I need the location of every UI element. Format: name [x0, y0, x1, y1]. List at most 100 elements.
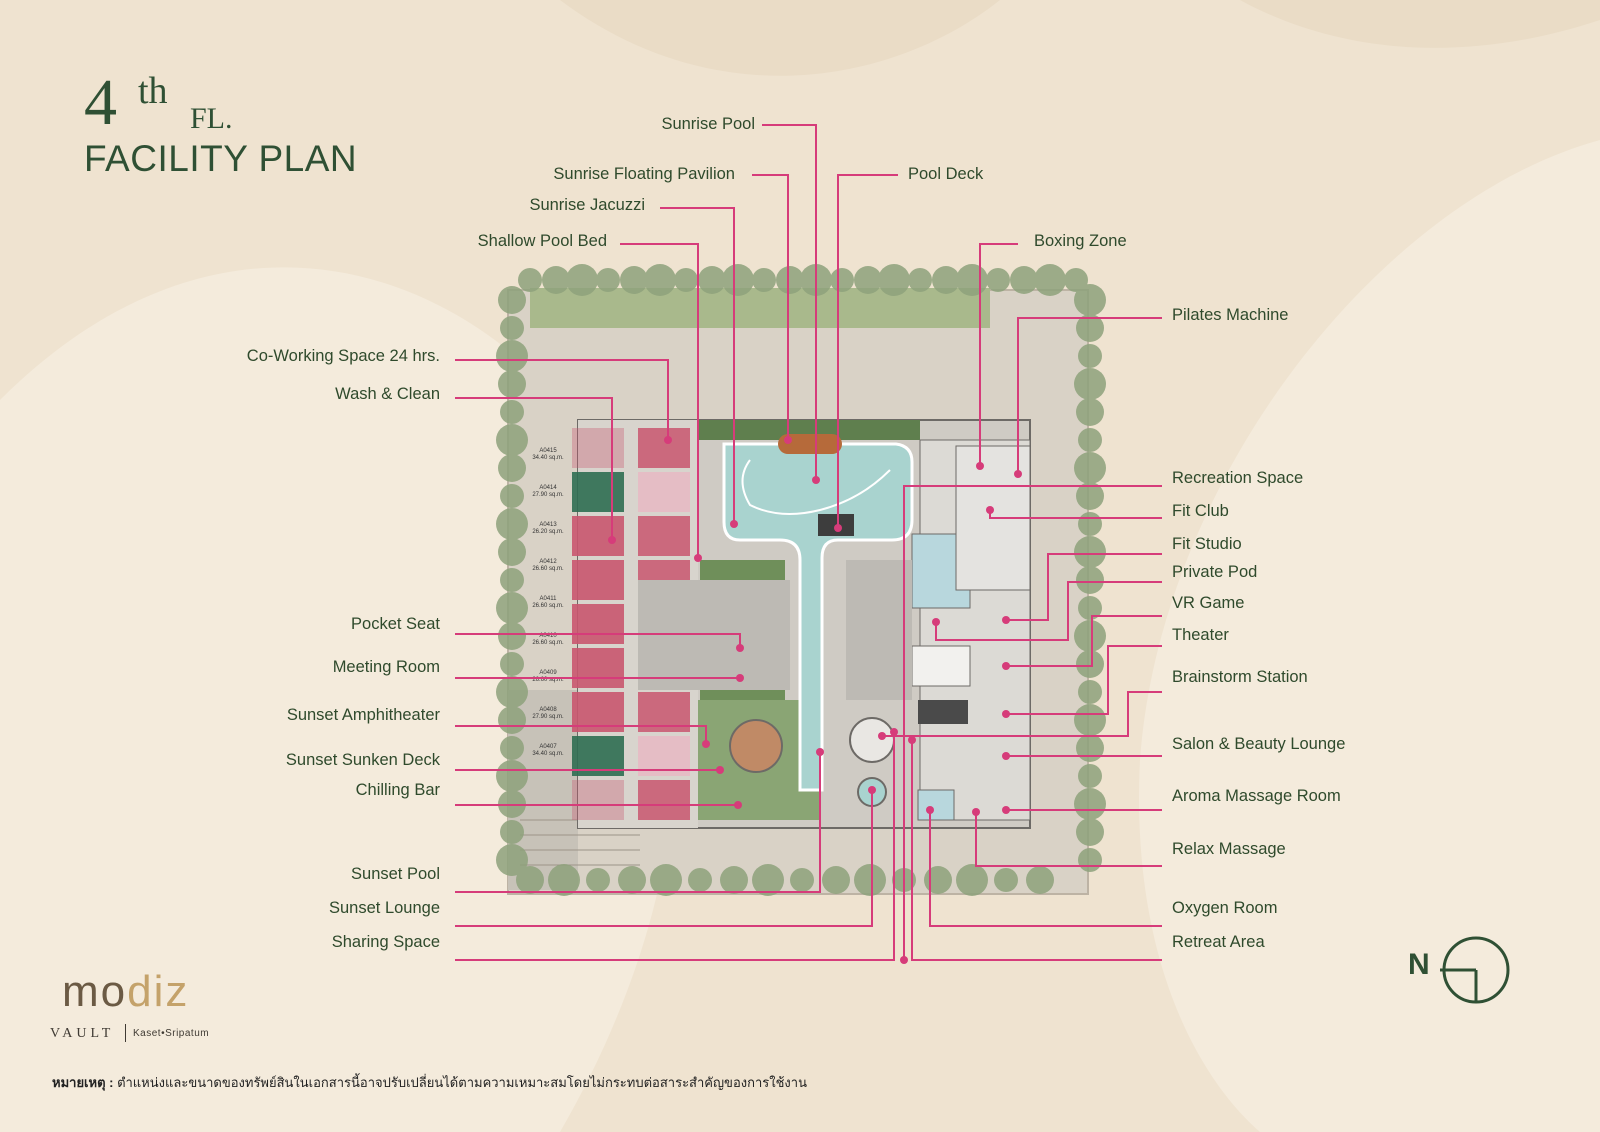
page-title: FACILITY PLAN	[84, 138, 358, 179]
theater-room	[911, 645, 971, 687]
tree	[566, 264, 598, 296]
tree	[498, 370, 526, 398]
tree	[498, 454, 526, 482]
tree	[908, 268, 932, 292]
label-private-pod: Private Pod	[1172, 563, 1258, 581]
tree	[1074, 536, 1106, 568]
tree	[956, 264, 988, 296]
tree	[830, 268, 854, 292]
tree	[1076, 650, 1104, 678]
label-sunset-sunken-deck: Sunset Sunken Deck	[285, 751, 440, 769]
tree	[1078, 680, 1102, 704]
disclaimer-note: หมายเหตุ : ตำแหน่งและขนาดของทรัพย์สินในเ…	[52, 1075, 807, 1090]
sunset-pool-circle	[857, 777, 887, 807]
label-pool-deck: Pool Deck	[908, 165, 984, 183]
tree	[1078, 764, 1102, 788]
tree	[548, 864, 580, 896]
label-sunrise-jacuzzi: Sunrise Jacuzzi	[529, 196, 645, 214]
gym-room	[955, 445, 1031, 591]
pool-shape	[722, 442, 914, 792]
tree	[878, 264, 910, 296]
central-lounge-right	[846, 560, 912, 700]
tree	[854, 864, 886, 896]
label-recreation-space: Recreation Space	[1172, 469, 1304, 487]
label-pilates-machine: Pilates Machine	[1172, 306, 1289, 324]
label-fit-club: Fit Club	[1172, 502, 1229, 520]
unit-block	[572, 604, 624, 644]
tree	[500, 400, 524, 424]
label-meeting-room: Meeting Room	[332, 658, 440, 676]
floor-ordinal: th	[138, 70, 168, 112]
tree	[498, 706, 526, 734]
tree	[618, 866, 646, 894]
tree	[752, 864, 784, 896]
unit-block-inner	[638, 516, 690, 556]
sunset-lounge-circle	[849, 717, 895, 763]
tree	[500, 484, 524, 508]
tree	[542, 266, 570, 294]
tree	[496, 676, 528, 708]
unit-block	[572, 428, 624, 468]
pool-deck-stripes	[818, 514, 854, 536]
label-vr-game: VR Game	[1172, 594, 1245, 612]
tree	[498, 622, 526, 650]
tree	[924, 866, 952, 894]
tree	[1074, 788, 1106, 820]
label-brainstorm-station: Brainstorm Station	[1172, 668, 1308, 686]
unit-block-inner	[638, 472, 690, 512]
brand-line: VAULT	[50, 1026, 115, 1041]
unit-block	[572, 560, 624, 600]
label-oxygen-room: Oxygen Room	[1172, 899, 1278, 917]
north-garden	[530, 288, 990, 328]
tree	[596, 268, 620, 292]
tree	[496, 340, 528, 372]
north-label: N	[1408, 948, 1430, 981]
tree	[688, 868, 712, 892]
oxygen-room	[917, 789, 955, 821]
floor-number: 4	[84, 66, 117, 139]
tree	[496, 508, 528, 540]
tree	[1074, 704, 1106, 736]
tree	[620, 266, 648, 294]
unit-block-inner	[638, 692, 690, 732]
label-theater: Theater	[1172, 626, 1229, 644]
label-shallow-pool-bed: Shallow Pool Bed	[477, 232, 607, 250]
label-sunset-pool: Sunset Pool	[351, 865, 440, 883]
brand-location: Kaset•Sripatum	[133, 1028, 210, 1039]
tree	[1074, 368, 1106, 400]
tree	[698, 266, 726, 294]
label-sunrise-floating-pavilion: Sunrise Floating Pavilion	[553, 165, 735, 183]
tree	[500, 316, 524, 340]
tree	[956, 864, 988, 896]
tree	[1010, 266, 1038, 294]
tree	[932, 266, 960, 294]
tree	[1076, 398, 1104, 426]
tree	[500, 568, 524, 592]
label-sunset-lounge: Sunset Lounge	[328, 899, 440, 917]
pod-room-dark	[918, 700, 968, 724]
tree	[496, 424, 528, 456]
unit-block	[572, 648, 624, 688]
tree	[518, 268, 542, 292]
tree	[1076, 314, 1104, 342]
tree	[1078, 428, 1102, 452]
tree	[1078, 596, 1102, 620]
tree	[822, 866, 850, 894]
sunset-amphitheater	[729, 719, 783, 773]
label-salon-beauty-lounge: Salon & Beauty Lounge	[1172, 735, 1346, 753]
label-sunrise-pool: Sunrise Pool	[661, 115, 755, 133]
label-sunset-amphitheater: Sunset Amphitheater	[286, 706, 440, 724]
tree	[1076, 818, 1104, 846]
tree	[752, 268, 776, 292]
tree	[1064, 268, 1088, 292]
tree	[986, 268, 1010, 292]
tree	[498, 790, 526, 818]
